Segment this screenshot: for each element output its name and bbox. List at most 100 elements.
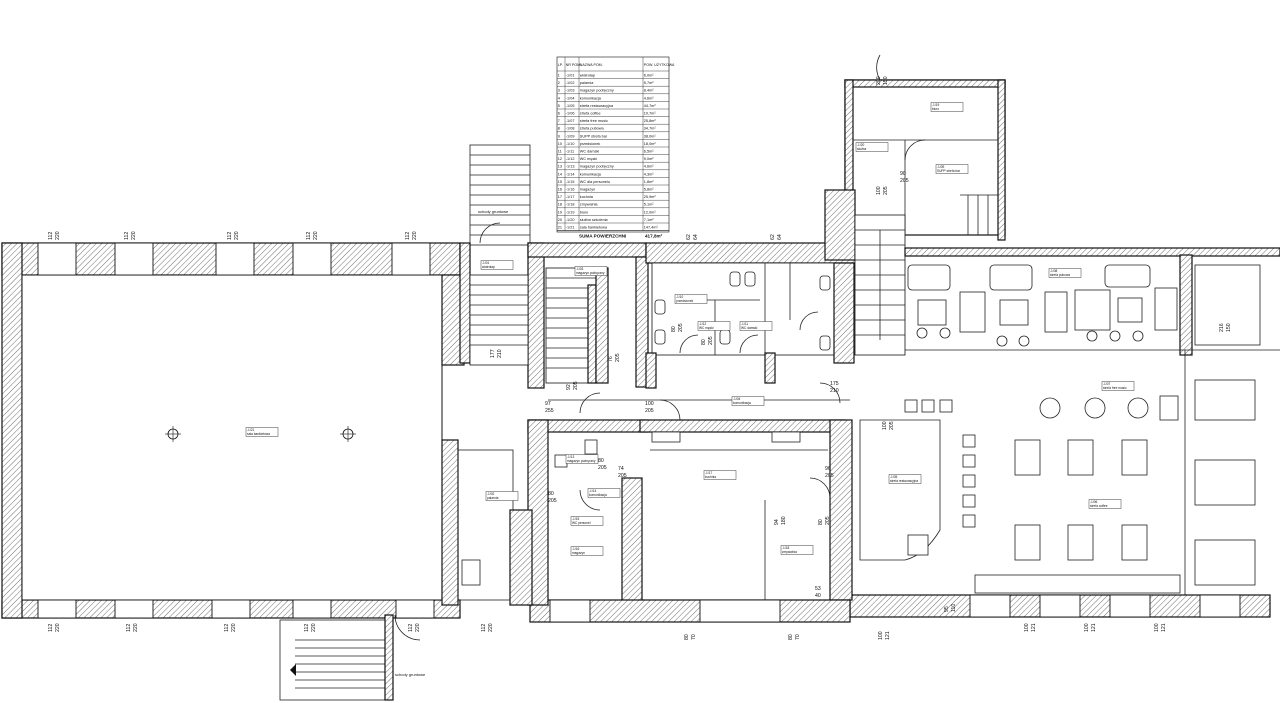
window-dim-label: 121 [885,631,891,640]
window-dim-label: 220 [55,623,61,632]
door-dim-label: 216 [1219,323,1225,332]
room-tag-number: -1/07 [1103,382,1110,386]
room-tag-number: -1/19 [932,103,939,107]
room-tag-name: komunikacja [733,401,751,405]
room-tag-name: zmywalnia [782,550,797,554]
table-cell: WC męski [580,157,597,161]
room-tag-name: WC personel [572,521,591,525]
table-cell: 18,0m² [644,142,657,146]
room-tag-name: SUPP strefa bar [937,169,961,173]
door-dim-label: 80 [818,519,824,525]
room-tag-number: -1/18 [782,546,789,550]
table-header-cell: NR POM. [566,63,581,67]
corridor [548,352,850,421]
table-cell: 25,8m² [644,119,657,123]
table-cell: 1,8m² [644,180,654,184]
table-cell: -1/21 [566,226,575,230]
window-dim-label: 70 [795,634,801,640]
table-cell: kuchnia [580,195,594,199]
table-header-cell: NAZWA POM. [580,63,603,67]
table-header-cell: LP. [558,63,563,67]
door-dim-label: 175 [830,381,839,387]
window-dim-label: 112 [227,232,233,240]
table-cell: 4 [558,96,560,100]
door-dim-label: 96 [825,466,831,472]
table-cell: 8 [558,127,560,131]
table-cell: 18 [558,203,562,207]
table-cell: 13 [558,165,562,169]
window-dim-label: 80 [788,634,794,640]
table-cell: 5 [558,104,560,108]
door-dim-label: 80 [701,339,707,345]
room-tag-number: -1/10 [676,295,683,299]
table-cell: 9 [558,134,560,138]
table-cell: 10,7m² [644,112,657,116]
door-dim-label: 40 [815,593,821,599]
table-cell: -1/18 [566,203,575,207]
table-sum-value: 417,8m² [645,234,663,239]
door-dim-label: 205 [618,473,627,479]
inner-stairwell [527,242,649,388]
room-tag-name: komunikacja [589,493,607,497]
room-tag-name: służba [857,147,866,151]
room-tag-number: -1/03 [576,267,583,271]
table-cell: służba szkolenia [580,218,609,222]
table-cell: magazyn podręczny [580,165,614,169]
table-cell: -1/16 [566,188,575,192]
table-cell: strefa coffee [580,112,601,116]
table-header-cell: POW. UŻYTKOWA [644,62,675,67]
table-cell: 6,5m² [644,150,654,154]
table-cell: -1/01 [566,74,575,78]
table-cell: -1/02 [566,81,575,85]
room-tag-name: palarnia [487,496,499,500]
table-cell: -1/13 [566,165,575,169]
window-dim-label: 100 [1084,623,1090,632]
window-dim-label: 121 [1161,623,1167,632]
bar-area [859,379,1256,594]
table-cell: 7 [558,119,560,123]
door-dim-label: 80 [671,326,677,332]
room-tag-number: -1/21 [247,428,254,432]
window-dim-label: 112 [124,232,130,240]
door-dim-label: 205 [645,408,654,414]
banquet-bottom-windows [37,599,435,619]
window-dim-label: 100 [878,631,884,640]
room-tag-name: WC męski [699,326,714,330]
door-dim-label: 205 [883,186,889,195]
table-cell: 5,1m² [644,203,654,207]
window-dim-label: 62 [686,234,692,240]
table-cell: WC damski [580,150,600,154]
door-dim-label: 205 [889,421,895,430]
banquet-top-windows [37,242,431,276]
table-cell: magazyn podręczny [580,89,614,93]
door-dim-label: 205 [825,516,831,525]
room-tag-number: -1/15 [572,517,579,521]
table-cell: zmywalnia [580,203,599,207]
window-dim-label: 112 [304,624,310,632]
door-dim-label: 150 [1226,323,1232,332]
door-dim-label: 205 [548,498,557,504]
banquet-hall-walls [1,242,465,619]
window-dim-label: 112 [224,624,230,632]
room-tag-name: WC damski [741,326,758,330]
door-dim-label: 205 [615,353,621,362]
room-tag-name: strefa restauracyjna [890,479,918,483]
table-cell: -1/12 [566,157,575,161]
window-dim-label: 100 [1154,623,1160,632]
door-dim-label: 80 [548,491,554,497]
door-dim-label: 205 [678,323,684,332]
table-cell: 15 [558,180,562,184]
door-dim-label: 80 [598,458,604,464]
table-cell: 11 [558,150,562,154]
restaurant-walls [849,247,1280,618]
door-dim-label: 205 [708,336,714,345]
table-cell: 12,0m² [644,210,657,214]
